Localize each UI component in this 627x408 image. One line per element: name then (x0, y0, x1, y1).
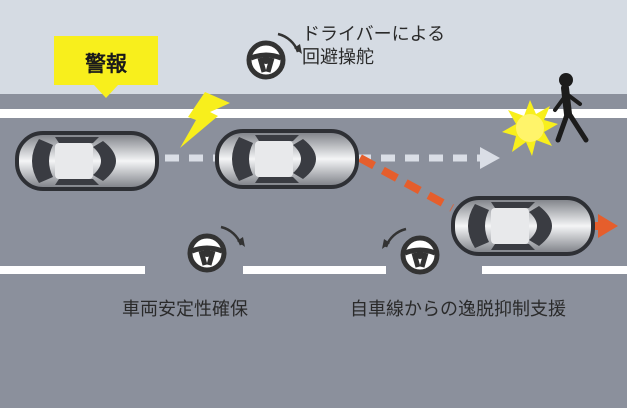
planned-path-arrowhead (480, 147, 500, 169)
car-at-steering (215, 129, 359, 189)
steering-wheel-icon (249, 32, 302, 77)
warning-badge: 警報 (54, 36, 158, 85)
driver-steering-line1: ドライバーによる (302, 24, 446, 45)
collision-flash-icon (502, 100, 558, 156)
steering-wheel-icon (190, 225, 245, 270)
avoidance-path-arrowhead (598, 214, 618, 238)
road-edge-line (0, 109, 627, 118)
stability-label: 車両安定性確保 (122, 299, 248, 320)
lane-marking (482, 266, 627, 274)
lane-departure-label: 自車線からの逸脱抑制支援 (350, 299, 566, 320)
driver-steering-line2: 回避操舵 (302, 47, 374, 68)
lane-marking (243, 266, 386, 274)
lane-marking (0, 266, 145, 274)
avoidance-path-arrow (358, 154, 454, 212)
steering-wheel-icon (382, 227, 437, 272)
car-after-avoidance (451, 196, 595, 256)
warning-label: 警報 (85, 52, 127, 76)
lightning-icon (180, 92, 230, 148)
driver-steering-label: ドライバーによる 回避操舵 (302, 23, 445, 69)
car-at-warning (15, 131, 159, 191)
warning-pointer (94, 85, 118, 98)
pedestrian-icon (553, 73, 589, 143)
